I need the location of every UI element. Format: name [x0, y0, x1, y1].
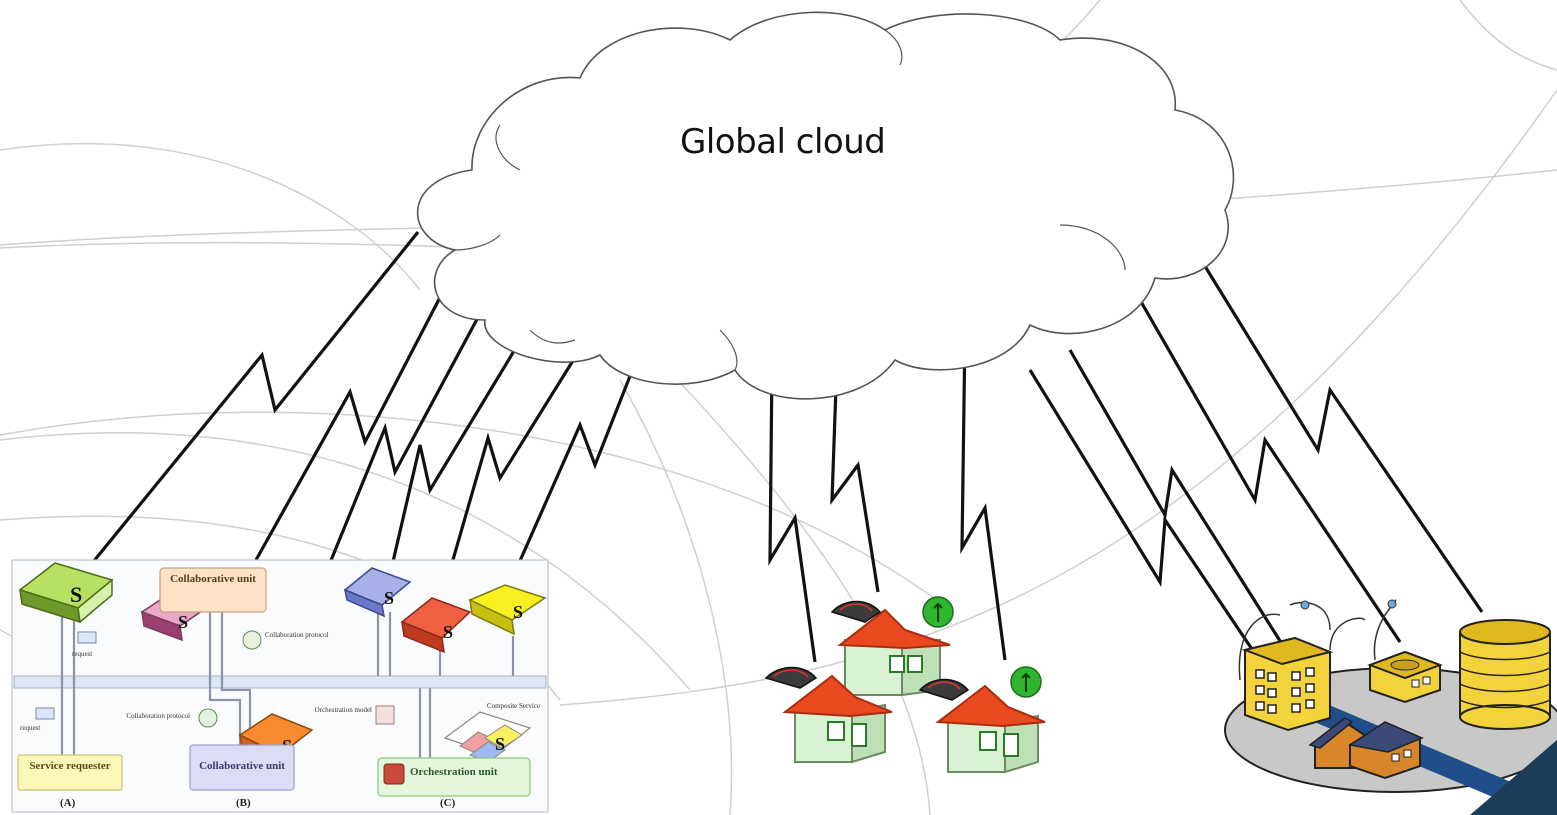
collaborative-unit-bottom-box [189, 744, 295, 791]
city-platform [1224, 599, 1557, 815]
request-envelope-icon [77, 631, 97, 644]
orchestration-unit-box [377, 757, 531, 797]
collaboration-protocol-top-label: Collaboration protocol [265, 631, 329, 639]
service-requester-label: Service requester [29, 760, 111, 772]
request-top-label: request [72, 650, 93, 658]
svg-text:S: S [495, 734, 505, 754]
collaborative-unit-top-label: Collaborative unit [170, 573, 256, 585]
link-collab-unit [254, 281, 450, 561]
square-building [1367, 650, 1443, 704]
link-house-top [830, 329, 880, 593]
service-cube-yellow: S [468, 584, 547, 636]
composite-service-cube: S [443, 711, 532, 763]
svg-text:S: S [178, 612, 188, 632]
orchestration-model-label: Orchestration model [314, 706, 372, 714]
lightning-links [78, 230, 1484, 729]
request-envelope-icon-lower [35, 707, 55, 720]
cloud-title: Global cloud [680, 122, 886, 162]
composite-service-label: Composite Service [486, 702, 540, 710]
link-building-3 [1138, 299, 1402, 643]
service-cube-blue: S [343, 567, 412, 618]
orchestration-panel-graphics: S S S S S S [11, 559, 549, 813]
label-b: (B) [236, 797, 251, 809]
link-building-2 [1068, 349, 1332, 721]
house-top [830, 596, 954, 697]
cylinder-tower [1459, 619, 1551, 730]
orchestration-unit-icon [383, 763, 405, 785]
svg-text:S: S [443, 622, 453, 642]
orchestration-model-icon [375, 705, 395, 725]
houses-cluster [764, 596, 1046, 774]
brown-houses [1308, 717, 1424, 780]
collaboration-protocol-icon-lower [198, 708, 218, 728]
service-cube-green: S [18, 562, 114, 624]
svg-text:S: S [70, 582, 82, 607]
house-right [918, 666, 1046, 774]
house-left [764, 666, 893, 764]
link-building-1 [1028, 369, 1307, 729]
link-yellow-s [506, 304, 660, 589]
service-cube-red: S [400, 597, 472, 654]
link-house-left [768, 361, 817, 663]
label-c: (C) [440, 797, 456, 809]
collaboration-protocol-bottom-label: Collaboration protocol [126, 712, 190, 720]
collaboration-protocol-icon [242, 630, 262, 650]
svg-text:S: S [384, 588, 394, 608]
link-blue-s [384, 307, 542, 593]
link-house-right [960, 329, 1007, 661]
svg-text:S: S [513, 602, 523, 622]
collaborative-unit-top-box [159, 567, 267, 613]
office-building [1241, 636, 1334, 732]
link-red-s [438, 321, 599, 606]
collaborative-unit-bottom-label: Collaborative unit [199, 760, 285, 772]
request-bottom-label: request [20, 724, 41, 732]
link-building-4 [1193, 249, 1484, 613]
label-a: (A) [60, 797, 76, 809]
orchestration-unit-label: Orchestration unit [410, 766, 498, 778]
service-requester-box [17, 754, 123, 791]
link-green-s [78, 230, 420, 580]
global-cloud [416, 11, 1235, 400]
corner-decoration [1470, 740, 1557, 815]
